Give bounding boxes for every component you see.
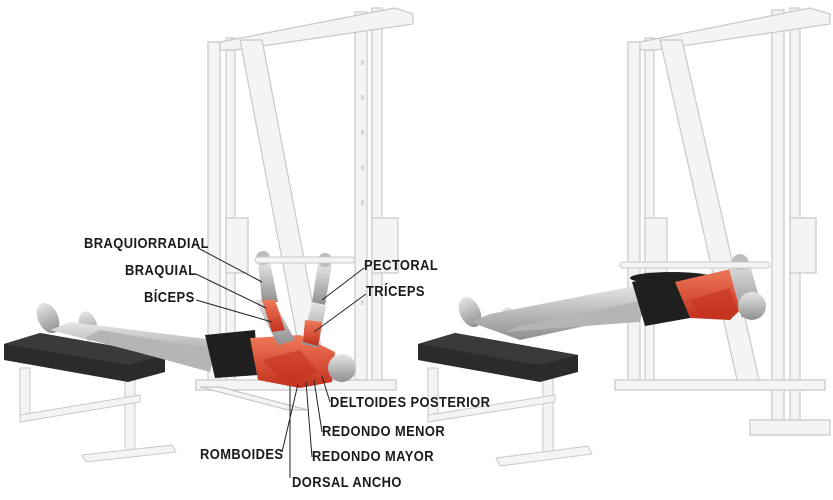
leader-lines: [195, 247, 367, 478]
label-redondo-mayor: REDONDO MAYOR: [312, 448, 434, 465]
label-deltoides-posterior: DELTOIDES POSTERIOR: [330, 394, 491, 411]
smith-machine-left: [195, 7, 414, 411]
barbell-left: [254, 256, 356, 264]
label-biceps: BÍCEPS: [144, 289, 195, 306]
inverted-row-start-figure: [36, 251, 356, 388]
label-redondo-menor: REDONDO MENOR: [322, 423, 446, 440]
inverted-row-end-figure: [458, 254, 766, 340]
bench-right: [418, 333, 593, 467]
bench-left: [4, 333, 177, 463]
label-dorsal-ancho: DORSAL ANCHO: [292, 474, 402, 491]
smith-machine-right: [614, 7, 831, 436]
rack-holes-left: [361, 60, 364, 305]
barbell-right: [619, 261, 771, 269]
label-romboides: ROMBOIDES: [200, 446, 284, 463]
label-triceps: TRÍCEPS: [366, 283, 425, 300]
label-braquiorradial: BRAQUIORRADIAL: [84, 235, 209, 252]
label-pectoral: PECTORAL: [364, 257, 439, 274]
label-braquial: BRAQUIAL: [125, 262, 197, 279]
